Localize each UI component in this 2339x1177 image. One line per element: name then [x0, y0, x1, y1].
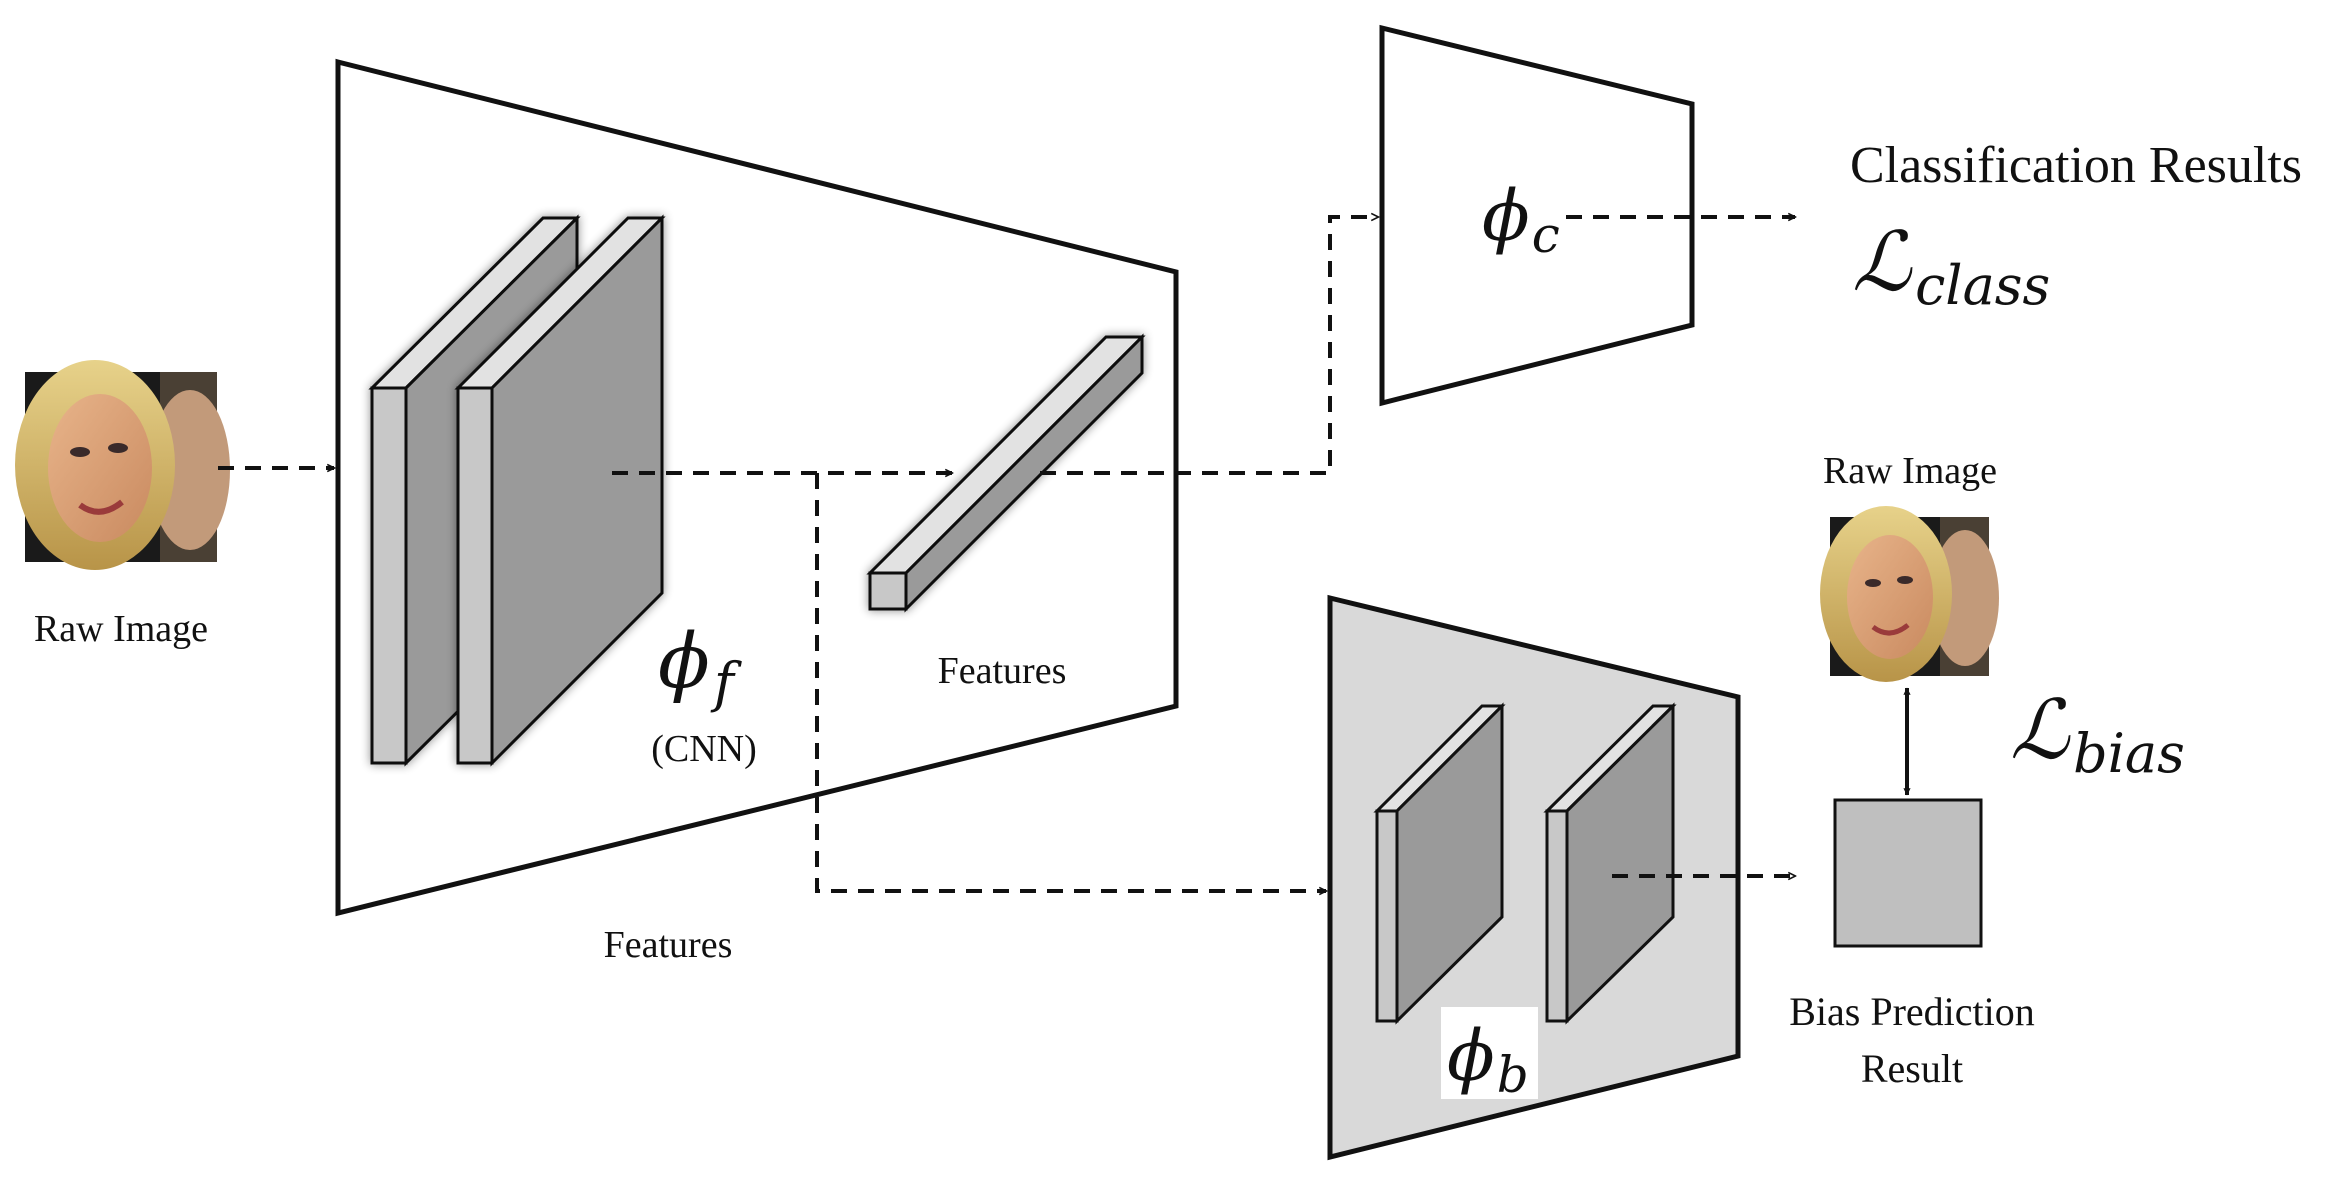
- features-label-bottom: Features: [604, 924, 733, 966]
- arrow-features-to-classifier: [1040, 217, 1378, 475]
- phi-b-symbol: ϕb: [1447, 1015, 1529, 1104]
- feature-vector-bar: [866, 333, 1146, 613]
- cnn-layer-block-2: [454, 214, 666, 767]
- loss-bias-symbol: ℒbias: [2010, 683, 2185, 785]
- features-label-top: Features: [938, 650, 1067, 692]
- arrow-features-to-bias-predictor: [815, 473, 1326, 891]
- bias-prediction-result-box: [1833, 798, 1983, 948]
- bias-prediction-label-line1: Bias Prediction: [1789, 989, 2035, 1034]
- raw-image-left-label: Raw Image: [34, 608, 208, 650]
- phi-c-symbol: ϕc: [1482, 175, 1560, 264]
- classifier-trapezoid: [1379, 24, 1695, 407]
- raw-image-right-label: Raw Image: [1823, 450, 1997, 492]
- cnn-label: (CNN): [651, 728, 757, 770]
- raw-image-right: [1820, 506, 1999, 682]
- raw-image-left: [15, 360, 230, 570]
- classification-results-label: Classification Results: [1850, 137, 2302, 194]
- bias-conv-block-1: [1373, 702, 1506, 1025]
- phi-b-background: [1441, 1007, 1538, 1099]
- bias-prediction-label-line2: Result: [1861, 1046, 1963, 1091]
- loss-class-symbol: ℒclass: [1852, 215, 2050, 317]
- bias-conv-block-2: [1543, 702, 1677, 1025]
- phi-f-symbol: ϕf: [658, 616, 742, 714]
